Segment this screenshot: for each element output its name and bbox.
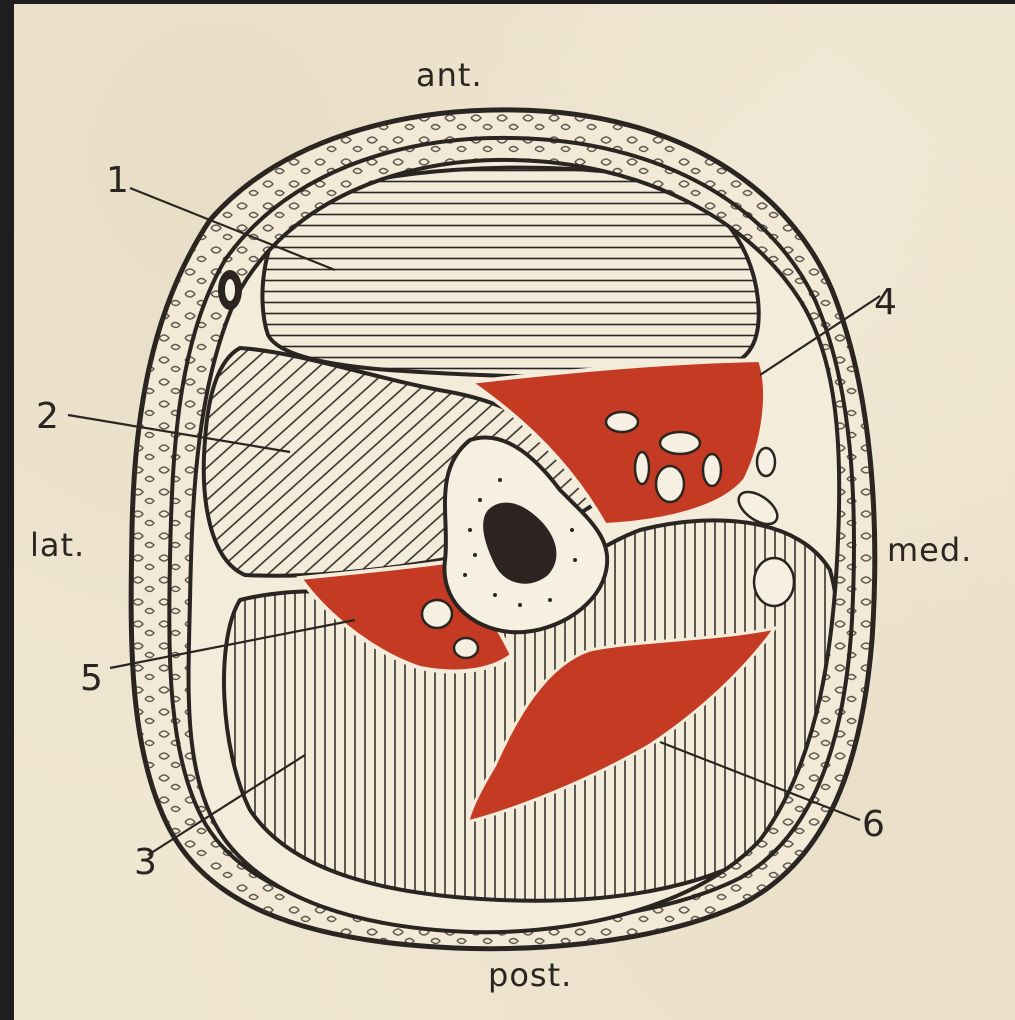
small-vessel-medial	[757, 448, 775, 476]
label-anterior: ant.	[416, 56, 483, 94]
label-posterior: post.	[488, 956, 572, 994]
cross-section-diagram	[14, 4, 1015, 1020]
callout-2: 2	[36, 396, 59, 437]
callout-3: 3	[134, 842, 157, 883]
nerve-medial	[754, 558, 794, 606]
label-medial: med.	[887, 531, 972, 569]
callout-5: 5	[80, 658, 103, 699]
figure-frame: ant. lat. med. post. 1 2 3 4 5 6	[14, 4, 1015, 1020]
callout-6: 6	[862, 804, 885, 845]
callout-1: 1	[106, 160, 129, 201]
callout-4: 4	[874, 282, 897, 323]
vein-lateral-lumen	[225, 279, 235, 301]
label-lateral: lat.	[30, 526, 85, 564]
